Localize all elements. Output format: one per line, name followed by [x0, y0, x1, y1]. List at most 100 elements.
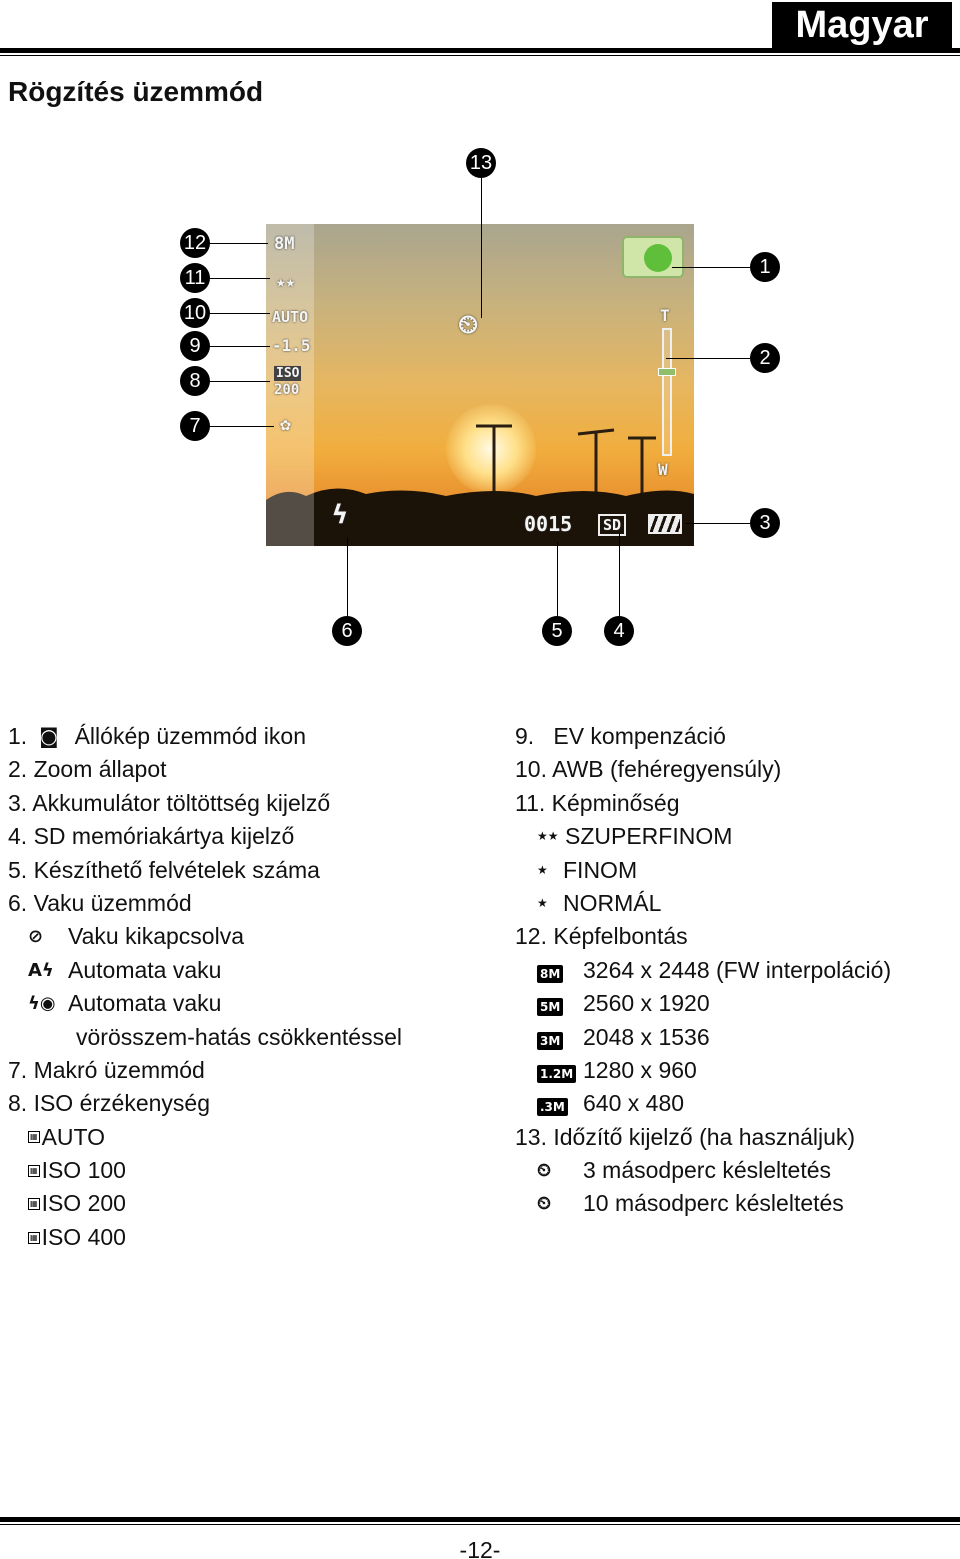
- legend-flash-auto-text: Automata vaku: [68, 956, 222, 983]
- iso-400-icon: ▦: [28, 1231, 40, 1244]
- legend-res-3m-text: 2048 x 1536: [583, 1023, 710, 1050]
- legend-timer-10: ⏲ 10 másodperc késleltetés: [515, 1187, 955, 1220]
- callout-4: 4: [604, 616, 634, 646]
- legend-item-7: 7. Makró üzemmód: [8, 1056, 205, 1083]
- sd-card-icon: SD: [598, 514, 627, 536]
- zoom-slider-handle: [658, 368, 676, 376]
- legend-item-1: 1. ◙ Állókép üzemmód ikon: [8, 720, 478, 753]
- callout-2: 2: [750, 343, 780, 373]
- legend-timer-3: ⏲ 3 másodperc késleltetés: [515, 1154, 955, 1187]
- legend-quality-superfine: ★★ SZUPERFINOM: [515, 820, 955, 853]
- superfine-icon: ★★: [537, 829, 559, 844]
- legend-res-8m-text: 3264 x 2448 (FW interpoláció): [583, 956, 892, 983]
- top-rule: [0, 48, 960, 53]
- callout-line-10: [208, 313, 270, 314]
- shots-remaining: 0015: [524, 512, 573, 536]
- legend-iso-400-text: ISO 400: [41, 1223, 126, 1250]
- legend-normal-text: NORMÁL: [563, 889, 662, 916]
- callout-10: 10: [180, 298, 210, 328]
- page-number: -12-: [459, 1537, 501, 1559]
- legend-iso-100-text: ISO 100: [41, 1157, 126, 1184]
- callout-6: 6: [332, 616, 362, 646]
- iso-indicator-top: ISO: [274, 366, 302, 381]
- zoom-w-label: W: [658, 460, 668, 479]
- callout-line-1: [672, 267, 750, 268]
- fine-icon: ★: [537, 862, 548, 877]
- callout-13: 13: [466, 148, 496, 178]
- legend-iso-400: ▦ ISO 400: [8, 1221, 478, 1254]
- callout-3: 3: [750, 508, 780, 538]
- callout-line-9: [208, 346, 270, 347]
- timer-10s-icon: ⏲: [537, 1193, 552, 1215]
- callout-1: 1: [750, 252, 780, 282]
- bottom-rule-thin: [0, 1524, 960, 1525]
- legend-res-0-3m: .3M 640 x 480: [515, 1087, 955, 1120]
- camera-icon: ◙: [39, 724, 59, 748]
- legend-flash-off: ⊘ Vaku kikapcsolva: [8, 920, 478, 953]
- legend-left-column: 1. ◙ Állókép üzemmód ikon 2. Zoom állapo…: [8, 720, 478, 1254]
- callout-line-7: [208, 426, 274, 427]
- flash-off-icon: ⊘: [28, 926, 44, 948]
- legend-res-0-3m-text: 640 x 480: [583, 1090, 685, 1117]
- legend-res-3m: 3M 2048 x 1536: [515, 1021, 955, 1054]
- legend-item-4: 4. SD memóriakártya kijelző: [8, 823, 295, 850]
- legend-flash-off-text: Vaku kikapcsolva: [68, 923, 244, 950]
- legend-res-5m-text: 2560 x 1920: [583, 990, 710, 1017]
- legend-item-6: 6. Vaku üzemmód: [8, 889, 192, 916]
- legend-item-5: 5. Készíthető felvételek száma: [8, 856, 320, 883]
- normal-icon: ★: [537, 895, 548, 910]
- legend-flash-redeye: ϟ◉ Automata vaku: [8, 987, 478, 1020]
- wb-indicator: AUTO: [272, 308, 309, 326]
- legend-quality-fine: ★ FINOM: [515, 854, 955, 887]
- timer-3s-icon: ⏲: [537, 1160, 552, 1182]
- legend-res-1-2m: 1.2M 1280 x 960: [515, 1054, 955, 1087]
- legend-timer-3-text: 3 másodperc késleltetés: [583, 1157, 832, 1184]
- legend-item-10: 10. AWB (fehéregyensúly): [515, 756, 782, 783]
- ev-indicator: -1.5: [272, 336, 311, 355]
- res-3m-icon: 3M: [537, 1031, 564, 1050]
- legend-fine-text: FINOM: [563, 856, 638, 883]
- timer-10s-icon: ⏲: [458, 310, 479, 340]
- left-icon-panel: [266, 224, 314, 546]
- legend-item-13: 13. Időzítő kijelző (ha használjuk): [515, 1123, 856, 1150]
- legend-iso-200-text: ISO 200: [41, 1190, 126, 1217]
- legend-item-2: 2. Zoom állapot: [8, 756, 167, 783]
- iso-200-icon: ▦: [28, 1198, 40, 1211]
- legend-timer-10-text: 10 másodperc késleltetés: [583, 1190, 844, 1217]
- callout-line-6: [347, 538, 348, 616]
- callout-line-11: [208, 278, 270, 279]
- callout-line-8: [208, 381, 270, 382]
- callout-12: 12: [180, 228, 210, 258]
- macro-icon: ✿: [280, 414, 291, 435]
- res-1-2m-icon: 1.2M: [537, 1064, 577, 1083]
- bottom-rule: [0, 1517, 960, 1522]
- legend-superfine-text: SZUPERFINOM: [565, 823, 733, 850]
- callout-9: 9: [180, 331, 210, 361]
- callout-line-12: [208, 243, 268, 244]
- legend-flash-redeye-text: Automata vaku: [68, 990, 222, 1017]
- streetlamps-silhouette: [266, 424, 694, 546]
- legend-res-8m: 8M 3264 x 2448 (FW interpoláció): [515, 954, 955, 987]
- callout-line-5: [557, 542, 558, 616]
- legend-iso-100: ▦ ISO 100: [8, 1154, 478, 1187]
- callout-line-4: [619, 534, 620, 616]
- legend-iso-auto-text: AUTO: [41, 1123, 106, 1150]
- res-0-3m-icon: .3M: [537, 1098, 568, 1117]
- legend-flash-redeye-cont: vörösszem-hatás csökkentéssel: [8, 1021, 478, 1054]
- res-8m-icon: 8M: [537, 964, 564, 983]
- callout-7: 7: [180, 411, 210, 441]
- res-5m-icon: 5M: [537, 998, 564, 1017]
- resolution-indicator: 8M: [274, 234, 295, 254]
- top-rule-thin: [0, 55, 960, 56]
- zoom-bar: [658, 328, 676, 456]
- legend-item-12: 12. Képfelbontás: [515, 923, 688, 950]
- iso-indicator-bottom: 200: [274, 382, 300, 398]
- legend-item-11: 11. Képminőség: [515, 789, 680, 816]
- legend-quality-normal: ★ NORMÁL: [515, 887, 955, 920]
- legend-item-8: 8. ISO érzékenység: [8, 1090, 210, 1117]
- legend-right-column: 9. EV kompenzáció 10. AWB (fehéregyensúl…: [515, 720, 955, 1221]
- zoom-t-label: T: [660, 306, 670, 325]
- legend-item-9: 9. EV kompenzáció: [515, 723, 726, 749]
- legend-iso-200: ▦ ISO 200: [8, 1187, 478, 1220]
- legend-iso-auto: ▦ AUTO: [8, 1121, 478, 1154]
